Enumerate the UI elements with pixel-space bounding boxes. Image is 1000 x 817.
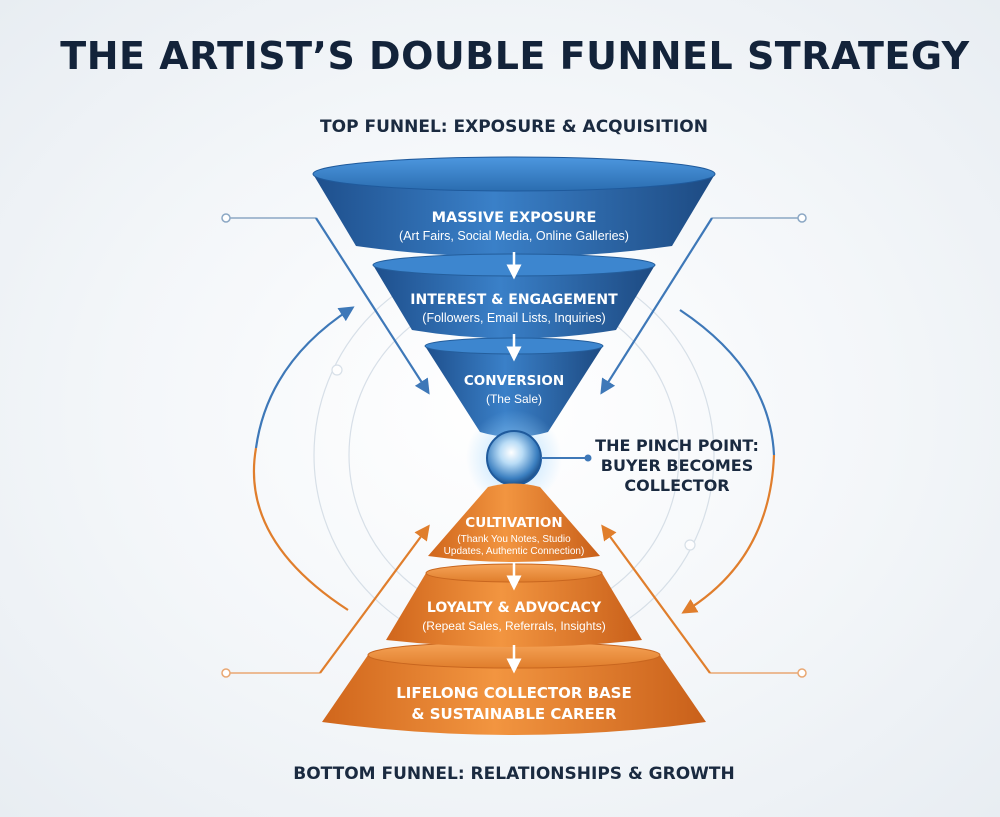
funnel-tier-interest-engagement [372, 253, 656, 339]
stage-detail-interest-engagement: (Followers, Email Lists, Inquiries) [422, 311, 605, 325]
stage-title-loyalty-advocacy: LOYALTY & ADVOCACY [427, 600, 602, 616]
funnel-tier-cultivation [428, 483, 600, 562]
pinch-point-line1: THE PINCH POINT: [595, 436, 759, 455]
arrow-top-left-inbound [221, 213, 430, 395]
arrow-top-right-inbound [600, 213, 807, 395]
pinch-point-line3: COLLECTOR [624, 476, 729, 495]
stage-title-lifelong-collector-line1: LIFELONG COLLECTOR BASE [396, 684, 631, 702]
arrow-bottom-left-inbound [221, 524, 430, 678]
stage-title-interest-engagement: INTEREST & ENGAGEMENT [410, 292, 618, 308]
stage-detail-cultivation-line2: Updates, Authentic Connection) [444, 546, 585, 557]
cycle-arrow-left [252, 306, 355, 611]
page-title: THE ARTIST’S DOUBLE FUNNEL STRATEGY [60, 34, 970, 78]
funnel-tier-massive-exposure [312, 156, 716, 257]
pinch-point-line2: BUYER BECOMES [601, 456, 753, 475]
connector-arrows [221, 213, 807, 678]
stage-detail-massive-exposure: (Art Fairs, Social Media, Online Galleri… [399, 229, 629, 243]
stage-detail-loyalty-advocacy: (Repeat Sales, Referrals, Insights) [422, 619, 605, 633]
stage-title-lifelong-collector-line2: & SUSTAINABLE CAREER [411, 705, 617, 723]
bottom-funnel-heading: BOTTOM FUNNEL: RELATIONSHIPS & GROWTH [293, 764, 735, 784]
bottom-funnel: CULTIVATION (Thank You Notes, Studio Upd… [322, 483, 706, 735]
cycle-arrow-right [679, 309, 776, 614]
top-funnel-heading: TOP FUNNEL: EXPOSURE & ACQUISITION [320, 117, 708, 137]
stage-title-conversion: CONVERSION [464, 373, 564, 389]
pinch-point-orb [466, 410, 592, 506]
funnel-tier-lifelong-collector [322, 641, 706, 735]
stage-title-massive-exposure: MASSIVE EXPOSURE [432, 210, 597, 226]
stage-detail-cultivation-line1: (Thank You Notes, Studio [457, 534, 571, 545]
top-funnel: MASSIVE EXPOSURE (Art Fairs, Social Medi… [312, 156, 716, 437]
pinch-point-label: THE PINCH POINT: BUYER BECOMES COLLECTOR [595, 436, 759, 495]
stage-detail-conversion: (The Sale) [486, 392, 542, 406]
stage-title-cultivation: CULTIVATION [465, 515, 562, 531]
arrow-bottom-right-inbound [601, 524, 807, 678]
